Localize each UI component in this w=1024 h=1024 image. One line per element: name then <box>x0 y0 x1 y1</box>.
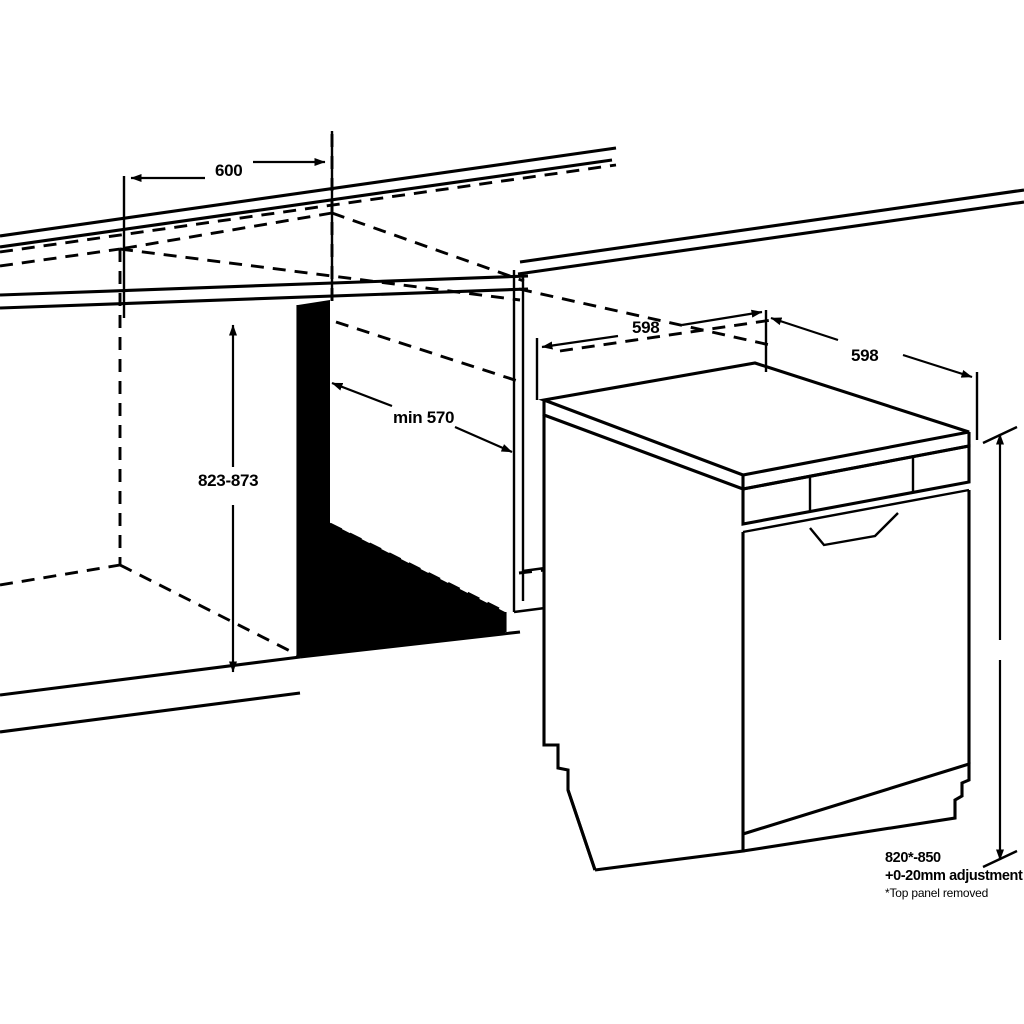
cabinet-floor-lines <box>0 630 521 734</box>
cabinet-worktop-band <box>0 146 1024 310</box>
control-panel-lower-rail <box>742 488 970 534</box>
dimension-niche-height-823-873: 823-873 <box>198 324 259 673</box>
dimension-appliance-width-598: 598 <box>770 316 979 440</box>
dishwasher-body <box>538 361 971 872</box>
dimension-appliance-depth-598: 598 <box>535 309 768 400</box>
annotation-height-note: 820*-850 +0-20mm adjustment *Top panel r… <box>885 850 1023 900</box>
dishwasher-top-panel-edge-left <box>542 400 745 492</box>
dimension-label-600: 600 <box>215 161 242 180</box>
dishwasher-plinth <box>742 761 971 853</box>
dishwasher-control-panel <box>741 444 971 526</box>
dimension-niche-depth-min570: min 570 <box>331 381 513 454</box>
dimension-niche-width-600: 600 <box>122 131 334 318</box>
note-line-3: *Top panel removed <box>885 886 988 900</box>
dimension-appliance-height <box>982 425 1018 869</box>
dimension-label-598-width: 598 <box>851 346 878 365</box>
door-handle-icon <box>809 512 899 547</box>
dimension-label-823-873: 823-873 <box>198 471 258 490</box>
dimension-label-min-570: min 570 <box>393 408 454 427</box>
dishwasher-side-base-edge <box>566 789 597 871</box>
cabinet-vertical-post <box>512 270 546 614</box>
note-line-2: +0-20mm adjustment <box>885 868 1023 884</box>
note-line-1: 820*-850 <box>885 850 941 866</box>
dimension-label-598-depth: 598 <box>632 318 659 337</box>
niche-opening-fill <box>298 300 505 655</box>
